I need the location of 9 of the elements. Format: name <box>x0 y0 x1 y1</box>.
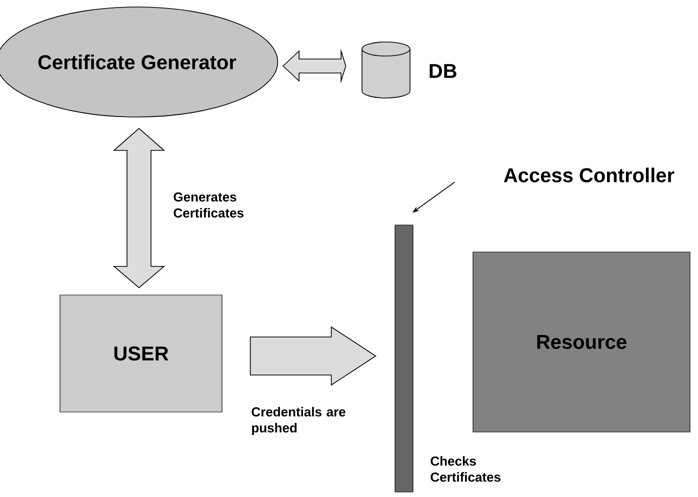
db-label: DB <box>430 64 456 78</box>
process-box: USER <box>60 294 222 412</box>
heading-text: Access Controller <box>504 168 674 182</box>
block-arrow <box>250 326 376 386</box>
note-text: Checks Certificates <box>430 456 500 482</box>
edge-label: Credentials are pushed <box>252 406 346 436</box>
block-arrow <box>282 48 346 84</box>
edge-label: Generates Certificates <box>174 192 244 218</box>
process-box: Resource <box>472 252 690 432</box>
